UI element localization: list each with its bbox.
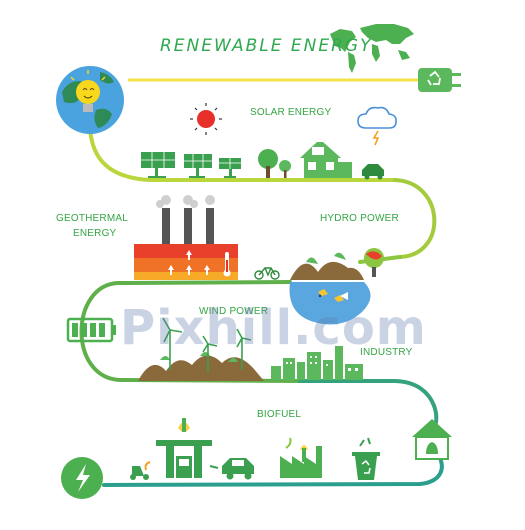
cloud-lightning-icon [357,106,397,146]
biofuel-label: BIOFUEL [257,409,302,420]
battery-icon [66,317,116,343]
globe-bulb-icon [56,66,124,134]
fuel-station-icon [156,418,212,478]
house-icon [300,142,352,178]
car-icon [362,164,384,180]
industry-label: INDUSTRY [360,347,413,358]
sun-icon [190,103,222,135]
world-map-icon [330,24,414,73]
solar-panel-icon [141,152,241,178]
recycle-bin-icon [352,437,380,480]
geothermal-label-line2: ENERGY [73,228,117,239]
wind-turbine-icon [138,317,264,381]
factory-icon [134,195,238,280]
lightning-circle-icon [61,457,103,499]
watermark: Pixhill.com [120,300,427,356]
page-title: RENEWABLE ENERGY [160,36,373,56]
geothermal-label-line1: GEOTHERMAL [56,213,129,224]
solar-energy-label: SOLAR ENERGY [250,107,332,118]
eco-house-icon [412,419,452,460]
bio-factory-icon [280,437,322,478]
hydro-power-label: HYDRO POWER [320,213,399,224]
city-icon [271,346,363,380]
car-icon [209,458,254,480]
bicycle-icon [254,267,280,280]
thermometer-icon [223,252,231,277]
wind-power-label: WIND POWER [199,306,269,317]
tree-icon [258,149,291,178]
hydro-globe-icon [289,248,384,325]
recycle-plug-icon [418,68,461,92]
scooter-icon [130,461,151,480]
